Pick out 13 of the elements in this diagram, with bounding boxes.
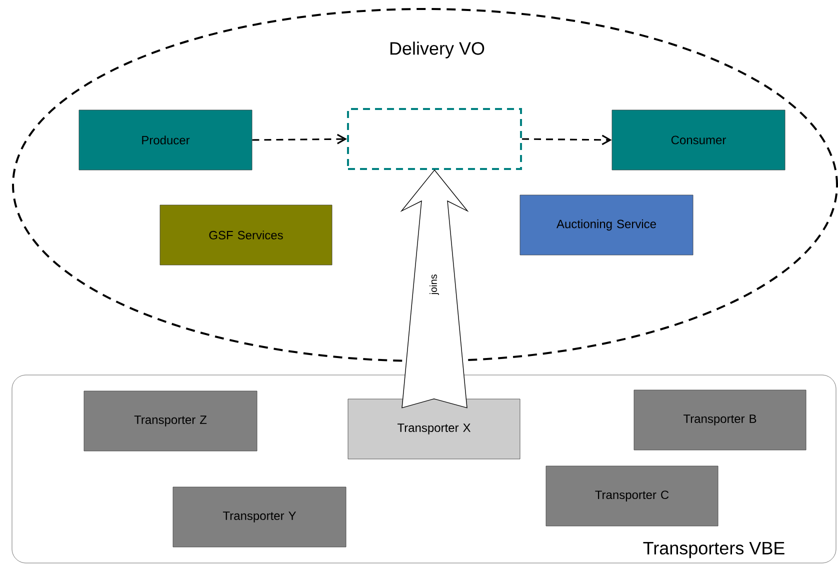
arrow	[522, 134, 612, 146]
process-box: Producer	[78, 110, 252, 170]
process-box: Transporter Y	[172, 486, 346, 548]
process-box: Auctioning Service	[520, 194, 694, 256]
process-box: Transporter X	[348, 398, 520, 460]
edge-label: joins	[428, 273, 440, 296]
arrow	[252, 134, 347, 144]
process-box: Consumer	[612, 110, 786, 170]
placeholder-box	[347, 108, 522, 170]
process-box: Transporter C	[546, 466, 718, 526]
process-box: Transporter Z	[84, 390, 258, 452]
process-box: Transporter B	[634, 390, 806, 450]
process-box: GSF Services	[160, 204, 332, 266]
